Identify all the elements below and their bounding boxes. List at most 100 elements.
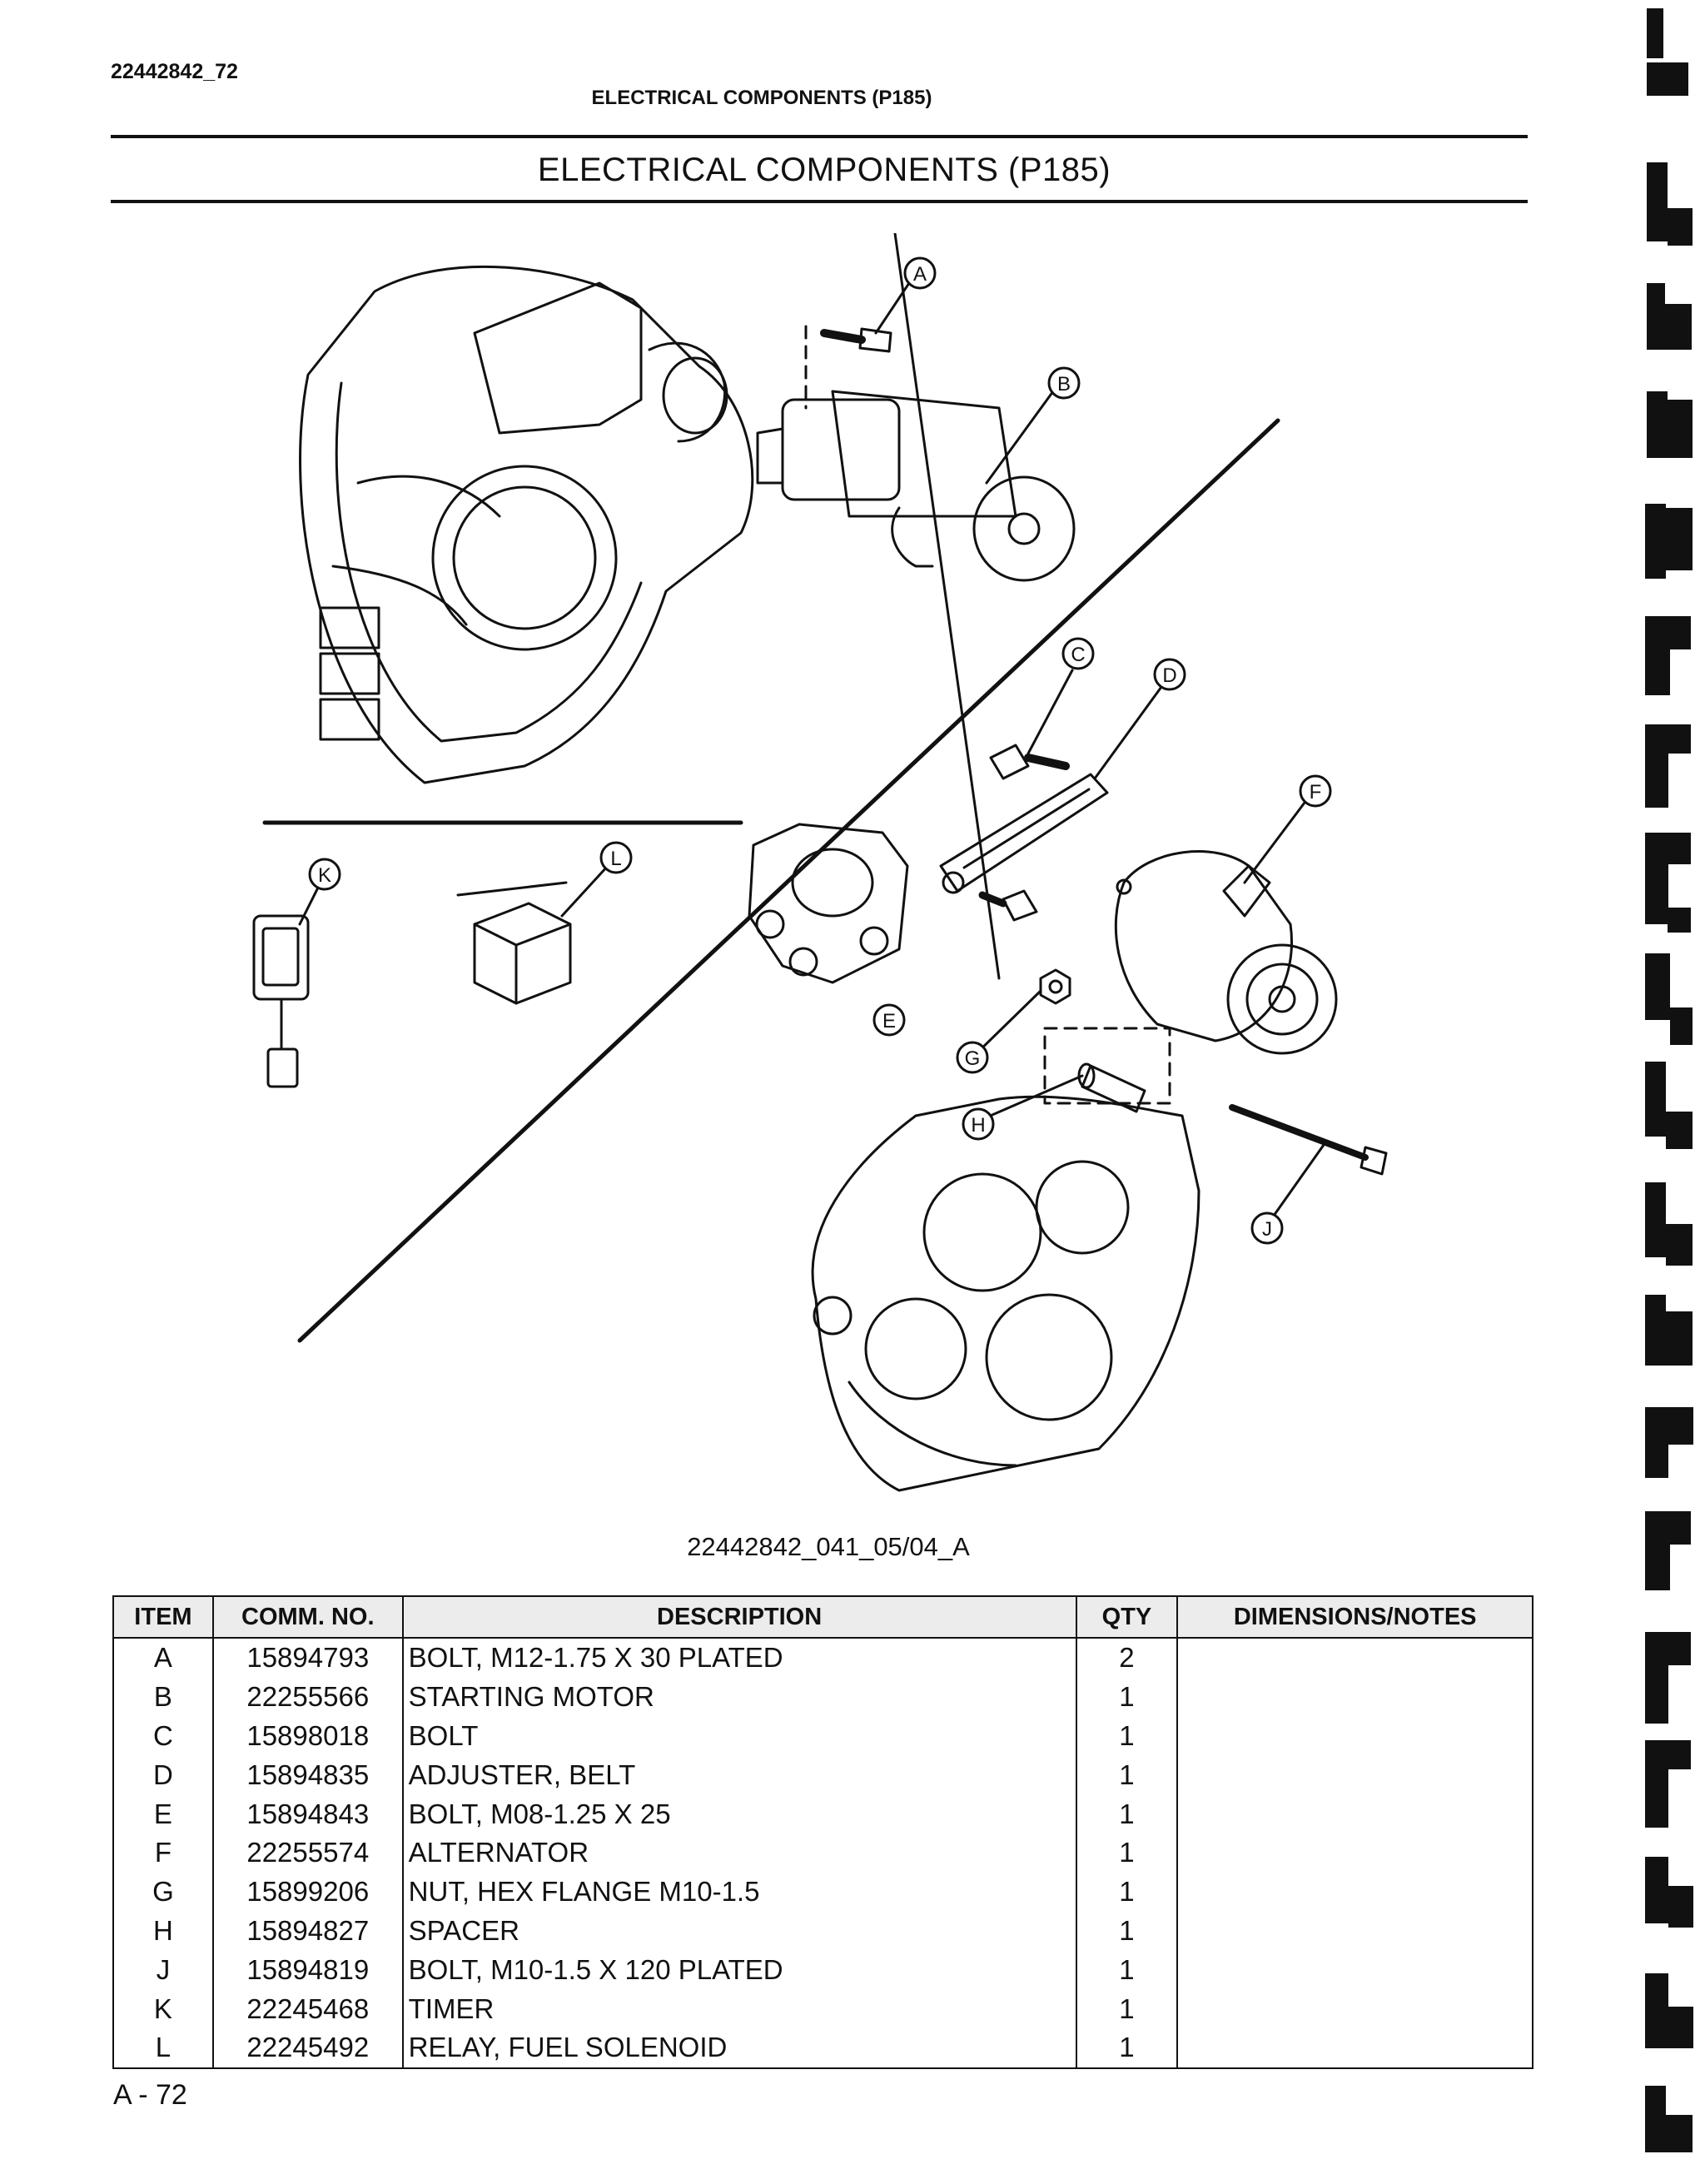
top-rule	[111, 135, 1528, 138]
callout-k: K	[308, 858, 341, 891]
description-cell: BOLT, M10-1.5 X 120 PLATED	[401, 1950, 1077, 1990]
item-cell: K	[112, 1989, 214, 2028]
qty-cell: 1	[1075, 1716, 1179, 1756]
svg-text:E: E	[882, 1010, 896, 1032]
comm-no-cell: 15894827	[211, 1911, 404, 1951]
item-cell: B	[112, 1677, 214, 1717]
spacer-drawing	[1043, 1027, 1171, 1113]
description-cell: RELAY, FUEL SOLENOID	[401, 2027, 1077, 2069]
qty-cell: 1	[1075, 1911, 1179, 1951]
callout-g: G	[956, 1041, 989, 1074]
description-cell: STARTING MOTOR	[401, 1677, 1077, 1717]
svg-text:K: K	[318, 864, 331, 887]
comm-no-cell: 22255566	[211, 1677, 404, 1717]
col-header-notes: DIMENSIONS/NOTES	[1176, 1595, 1534, 1639]
description-cell: BOLT, M12-1.75 X 30 PLATED	[401, 1638, 1077, 1678]
document-id: 22442842_72	[111, 60, 238, 83]
callout-a: A	[903, 256, 937, 290]
notes-cell	[1176, 1989, 1534, 2028]
timer-drawing	[252, 914, 310, 1088]
col-header-item: ITEM	[112, 1595, 214, 1639]
callout-leader-lines	[298, 233, 1325, 1217]
comm-no-cell: 15894835	[211, 1755, 404, 1795]
qty-cell: 1	[1075, 1989, 1179, 2028]
description-cell: ADJUSTER, BELT	[401, 1755, 1077, 1795]
binding-tab-strip	[1630, 0, 1705, 2184]
qty-cell: 1	[1075, 1950, 1179, 1990]
comm-no-cell: 22245492	[211, 2027, 404, 2069]
mounting-bracket-drawing	[748, 823, 909, 984]
notes-cell	[1176, 1872, 1534, 1912]
timing-cover-drawing	[811, 1095, 1200, 1492]
bolt-j-drawing	[1229, 1104, 1388, 1176]
svg-text:D: D	[1162, 664, 1176, 687]
notes-cell	[1176, 1716, 1534, 1756]
bolt-e-drawing	[978, 889, 1038, 922]
item-cell: A	[112, 1638, 214, 1678]
description-cell: NUT, HEX FLANGE M10-1.5	[401, 1872, 1077, 1912]
callout-e: E	[872, 1003, 906, 1037]
relay-drawing	[456, 881, 572, 1005]
qty-cell: 2	[1075, 1638, 1179, 1678]
exploded-parts-diagram: A B C D E F G H J K L	[252, 233, 1388, 1492]
notes-cell	[1176, 1677, 1534, 1717]
title-rule	[111, 200, 1528, 203]
item-cell: H	[112, 1911, 214, 1951]
svg-text:C: C	[1071, 644, 1085, 666]
alternator-drawing	[1114, 850, 1338, 1055]
page-number: A - 72	[113, 2079, 187, 2111]
notes-cell	[1176, 1794, 1534, 1833]
item-cell: G	[112, 1872, 214, 1912]
col-header-qty: QTY	[1075, 1595, 1179, 1639]
diagram-divider-line	[297, 418, 1280, 1343]
table-header-row: ITEM COMM. NO. DESCRIPTION QTY DIMENSION…	[112, 1595, 1534, 1639]
description-cell: BOLT, M08-1.25 X 25	[401, 1794, 1077, 1833]
bolt-c-drawing	[989, 744, 1070, 780]
description-cell: BOLT	[401, 1716, 1077, 1756]
svg-text:H: H	[971, 1114, 985, 1137]
comm-no-cell: 15899206	[211, 1872, 404, 1912]
col-header-comm-no: COMM. NO.	[211, 1595, 404, 1639]
bolt-a-drawing	[804, 325, 892, 410]
description-cell: SPACER	[401, 1911, 1077, 1951]
svg-text:A: A	[913, 263, 927, 286]
qty-cell: 1	[1075, 1833, 1179, 1873]
callout-c: C	[1061, 637, 1095, 670]
svg-text:F: F	[1310, 781, 1322, 803]
comm-no-cell: 15894793	[211, 1638, 404, 1678]
qty-cell: 1	[1075, 2027, 1179, 2069]
notes-cell	[1176, 1911, 1534, 1951]
description-cell: ALTERNATOR	[401, 1833, 1077, 1873]
callout-j: J	[1250, 1211, 1284, 1245]
notes-cell	[1176, 2027, 1534, 2069]
qty-cell: 1	[1075, 1755, 1179, 1795]
callout-l: L	[599, 841, 633, 874]
callout-h: H	[962, 1107, 995, 1141]
parts-table: ITEM COMM. NO. DESCRIPTION QTY DIMENSION…	[112, 1595, 1534, 2069]
qty-cell: 1	[1075, 1677, 1179, 1717]
running-header: ELECTRICAL COMPONENTS (P185)	[591, 87, 932, 109]
qty-cell: 1	[1075, 1872, 1179, 1912]
hex-nut-drawing	[1039, 968, 1071, 1005]
callout-f: F	[1299, 774, 1332, 808]
svg-text:L: L	[610, 848, 621, 870]
page-title: ELECTRICAL COMPONENTS (P185)	[537, 152, 1111, 188]
notes-cell	[1176, 1755, 1534, 1795]
item-cell: L	[112, 2027, 214, 2069]
notes-cell	[1176, 1638, 1534, 1678]
comm-no-cell: 22255574	[211, 1833, 404, 1873]
item-cell: J	[112, 1950, 214, 1990]
belt-adjuster-drawing	[939, 773, 1109, 894]
comm-no-cell: 22245468	[211, 1989, 404, 2028]
callout-d: D	[1153, 658, 1186, 691]
